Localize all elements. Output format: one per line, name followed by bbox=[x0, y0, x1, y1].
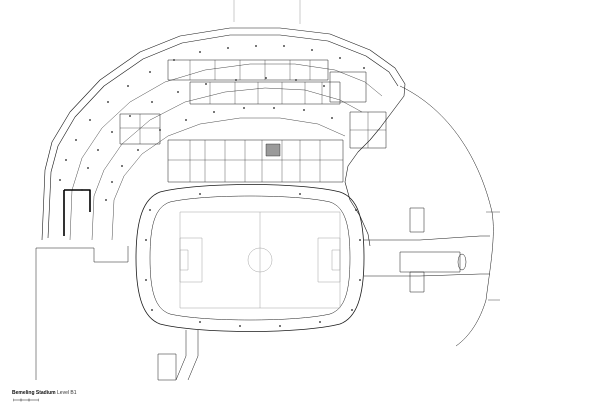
west-annex bbox=[35, 246, 129, 380]
site-boundary-curve bbox=[486, 211, 500, 301]
drawing-title: Bemeling Stadium bbox=[12, 390, 56, 396]
east-corridor bbox=[364, 235, 490, 277]
concourse-ring-2 bbox=[91, 87, 363, 241]
stadium-bowl-outer bbox=[135, 184, 365, 332]
room-block bbox=[189, 81, 341, 105]
drawing-subtitle: Level B1 bbox=[57, 390, 77, 396]
east-kiosk bbox=[409, 207, 425, 233]
room-block bbox=[167, 59, 329, 81]
structural-columns bbox=[59, 45, 365, 327]
drawing-caption: Bemeling Stadium Level B1 bbox=[12, 390, 76, 396]
south-gatehouse bbox=[157, 353, 177, 381]
outer-building-inner-edge bbox=[47, 34, 399, 239]
east-ramp bbox=[457, 253, 467, 271]
concourse-ring-1 bbox=[69, 63, 383, 241]
room-partitions bbox=[120, 60, 386, 182]
outer-building-outline bbox=[41, 27, 406, 247]
perimeter-line bbox=[233, 0, 301, 24]
site-boundary-curve bbox=[399, 85, 494, 347]
concourse-ring-3 bbox=[111, 117, 346, 241]
football-pitch bbox=[179, 211, 341, 309]
stadium-bowl-inner bbox=[149, 195, 351, 321]
east-pavilion bbox=[399, 251, 461, 273]
south-access-bridge bbox=[175, 330, 199, 381]
room-block bbox=[167, 139, 344, 183]
scale-bar bbox=[13, 398, 39, 402]
stair-core bbox=[265, 143, 281, 157]
east-kiosk bbox=[409, 271, 425, 293]
thick-wall bbox=[63, 189, 91, 236]
room-block bbox=[329, 71, 367, 103]
